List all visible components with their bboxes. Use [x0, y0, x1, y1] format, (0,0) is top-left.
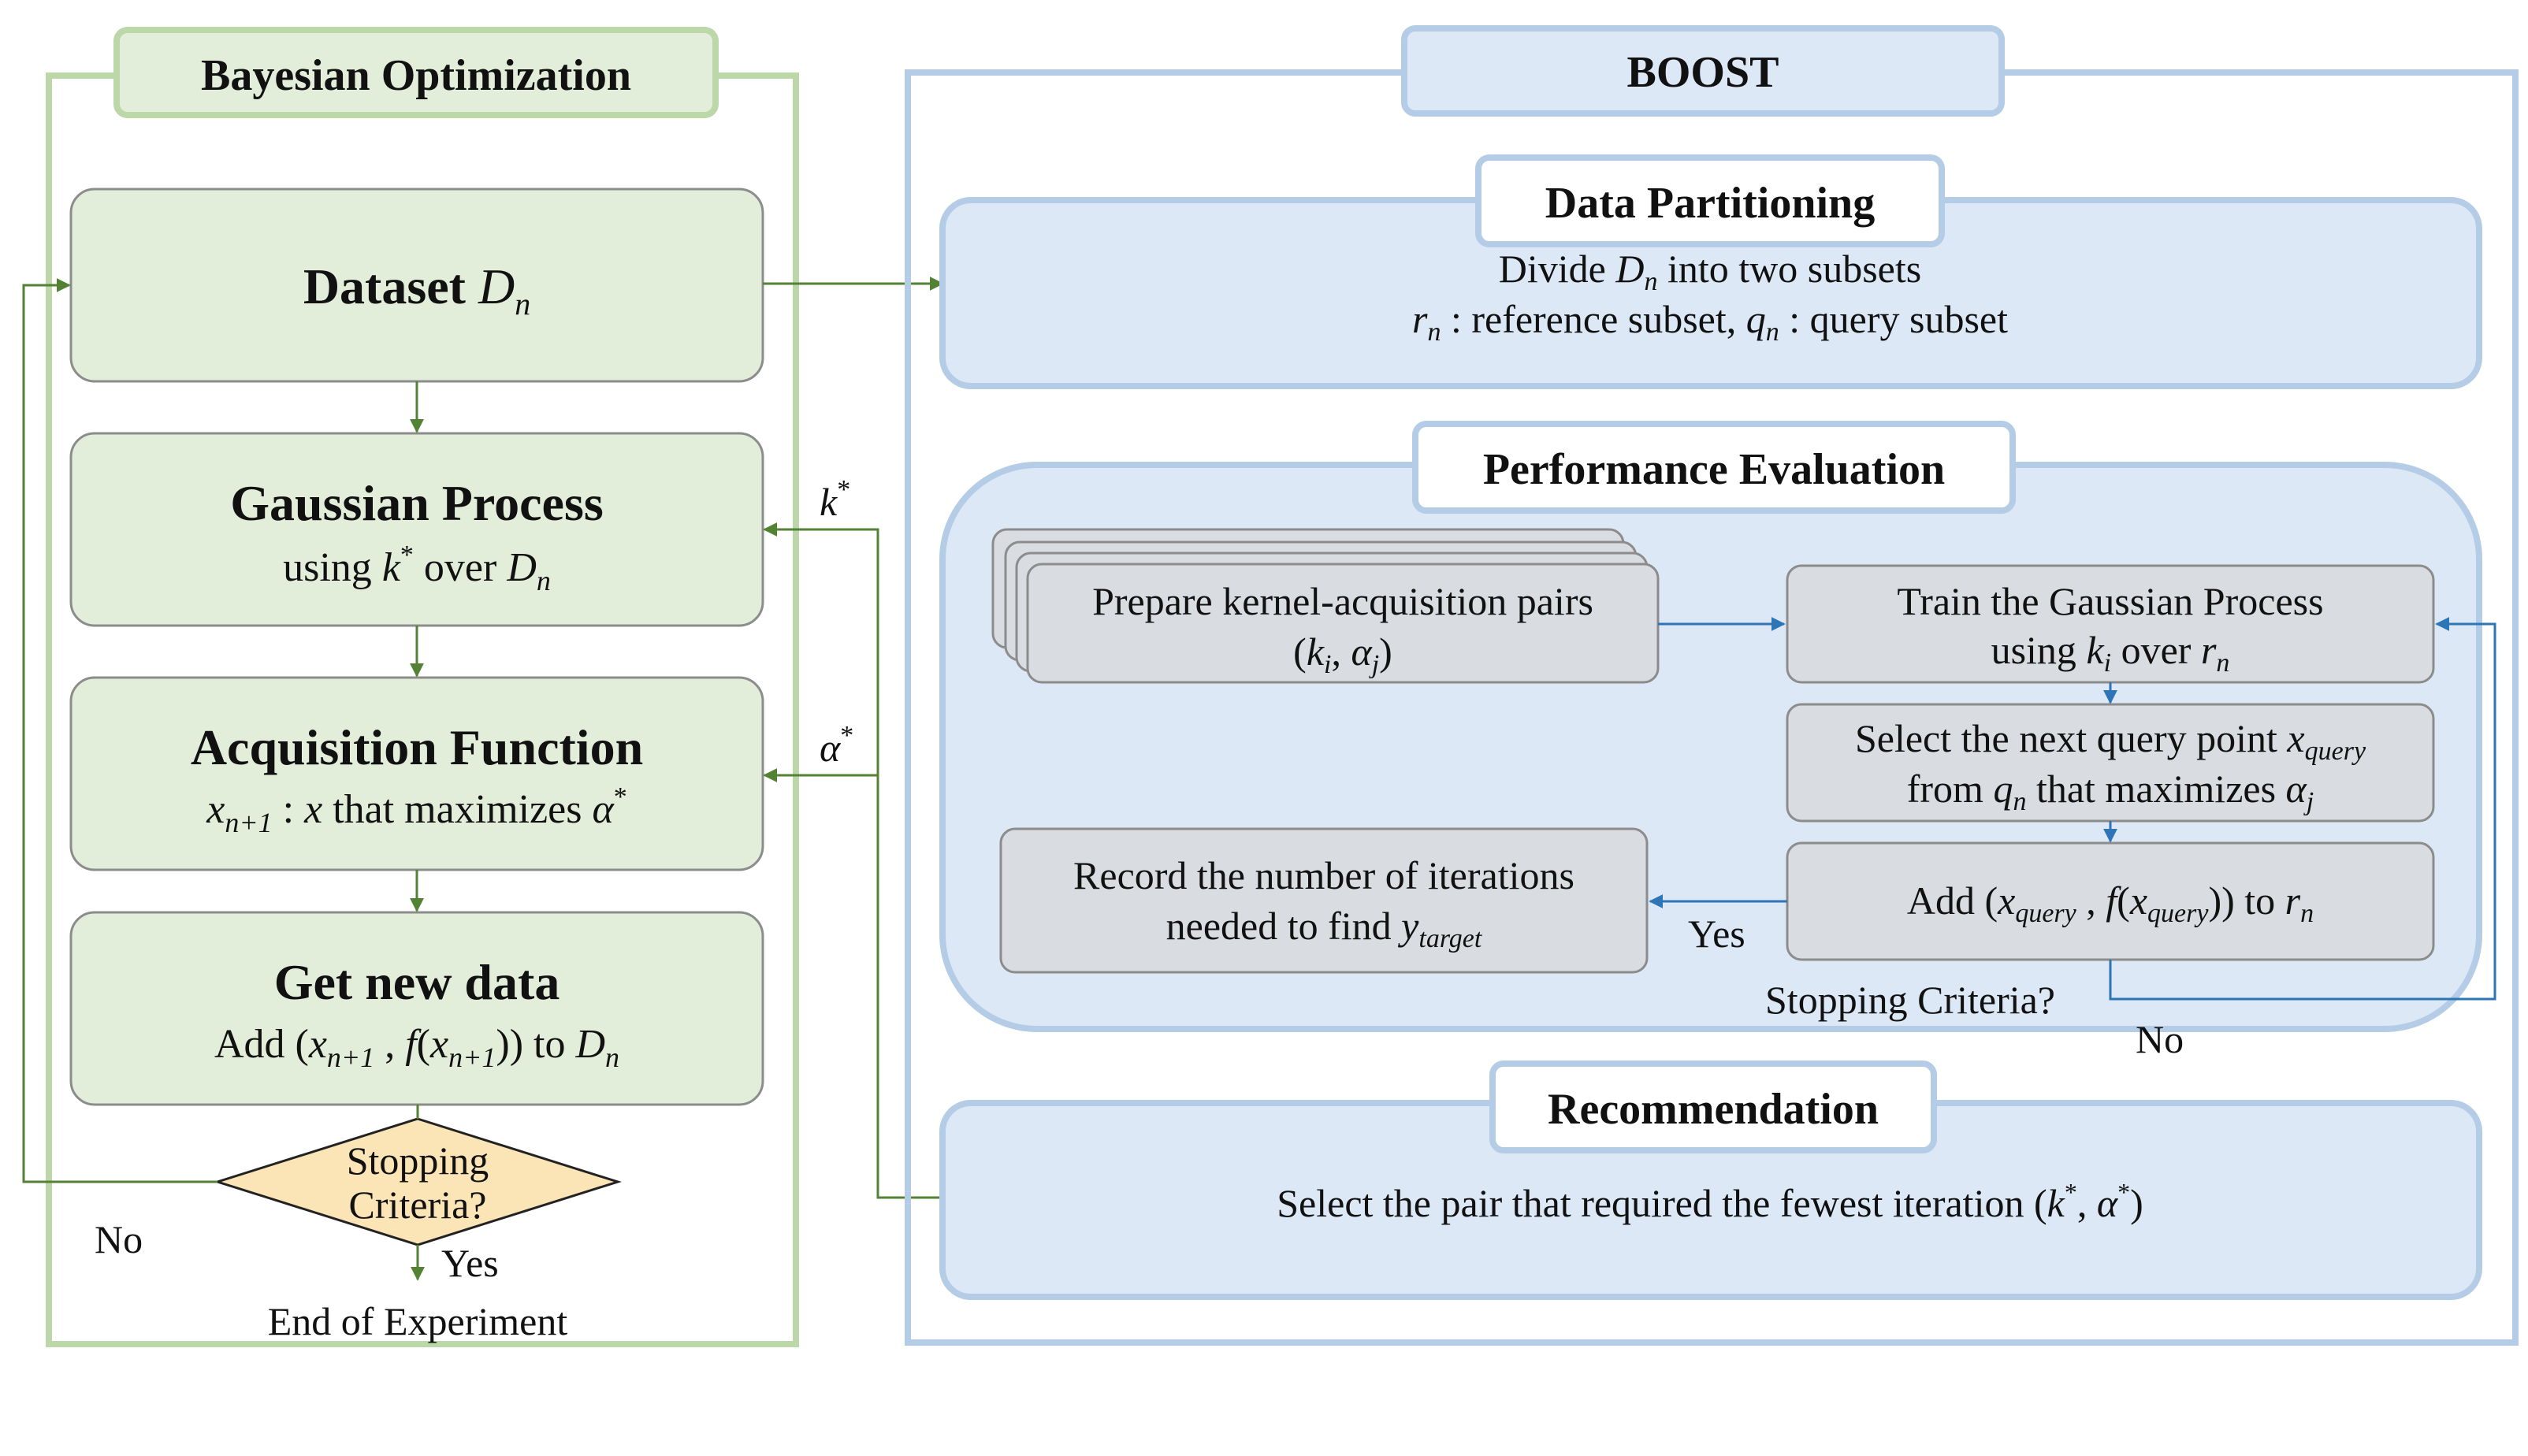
boost-title: BOOST — [1627, 48, 1779, 97]
record-line2: needed to find ytarget — [1166, 904, 1483, 953]
acq-title: Acquisition Function — [191, 719, 643, 775]
boost-panel: BOOST Data Partitioning Divide Dn into t… — [905, 25, 2519, 1346]
data-partitioning-title-box — [1475, 154, 1945, 247]
select-line2: from qn that maximizes αj — [1907, 767, 2314, 816]
dataset-label: Dataset Dn — [303, 258, 530, 321]
boost-stop-label: Stopping Criteria? — [1765, 978, 2055, 1022]
select-line1: Select the next query point xquery — [1855, 716, 2366, 766]
prepare-line1: Prepare kernel-acquisition pairs — [1092, 579, 1593, 623]
add-line: Add (xquery , f(xquery)) to rn — [1907, 878, 2314, 928]
acq-subtitle: xn+1 : x that maximizes α* — [206, 782, 626, 838]
partition-line2: rn : reference subset, qn : query subset — [1412, 297, 2008, 347]
recommendation-title: Recommendation — [1548, 1085, 1879, 1134]
gp-title: Gaussian Process — [230, 475, 604, 531]
end-of-experiment: End of Experiment — [268, 1299, 568, 1343]
bo-no-label: No — [95, 1217, 143, 1261]
data-partitioning-title: Data Partitioning — [1545, 179, 1875, 228]
arrow-diamond-no-loop — [22, 278, 217, 1183]
bayesian-optimization-panel: Bayesian Optimization Dataset Dn Gaussia… — [22, 27, 799, 1347]
record-line1: Record the number of iterations — [1073, 853, 1574, 897]
bo-title-box — [113, 27, 719, 118]
train-line1: Train the Gaussian Process — [1897, 579, 2323, 623]
bo-stop-line2: Criteria? — [349, 1183, 487, 1227]
k-star-label: k* — [820, 475, 850, 524]
train-line2: using ki over rn — [1991, 628, 2230, 678]
recommendation-title-box — [1489, 1060, 1937, 1153]
recommendation-line: Select the pair that required the fewest… — [1277, 1178, 2143, 1225]
boost-no-label: No — [2136, 1017, 2184, 1061]
record-iterations-box — [999, 827, 1649, 974]
partition-line1: Divide Dn into two subsets — [1499, 247, 1921, 296]
bo-title: Bayesian Optimization — [201, 51, 631, 100]
boost-yes-label: Yes — [1688, 912, 1745, 956]
alpha-star-label: α* — [820, 721, 853, 770]
performance-evaluation-title: Performance Evaluation — [1483, 445, 1945, 494]
kernel-acquisition-links: k* α* — [763, 277, 944, 1199]
performance-evaluation-title-box — [1412, 421, 2016, 514]
bo-stop-line1: Stopping — [347, 1138, 489, 1183]
bo-yes-label: Yes — [441, 1241, 499, 1285]
boost-title-box — [1401, 25, 2005, 117]
gp-subtitle: using k* over Dn — [283, 540, 551, 596]
prepare-line2: (ki, αj) — [1293, 630, 1392, 679]
arrow-k-star — [763, 522, 944, 1199]
newdata-title: Get new data — [274, 954, 560, 1010]
arrow-add-no-loop — [2109, 617, 2496, 1001]
newdata-subtitle: Add (xn+1 , f(xn+1)) to Dn — [214, 1022, 619, 1073]
